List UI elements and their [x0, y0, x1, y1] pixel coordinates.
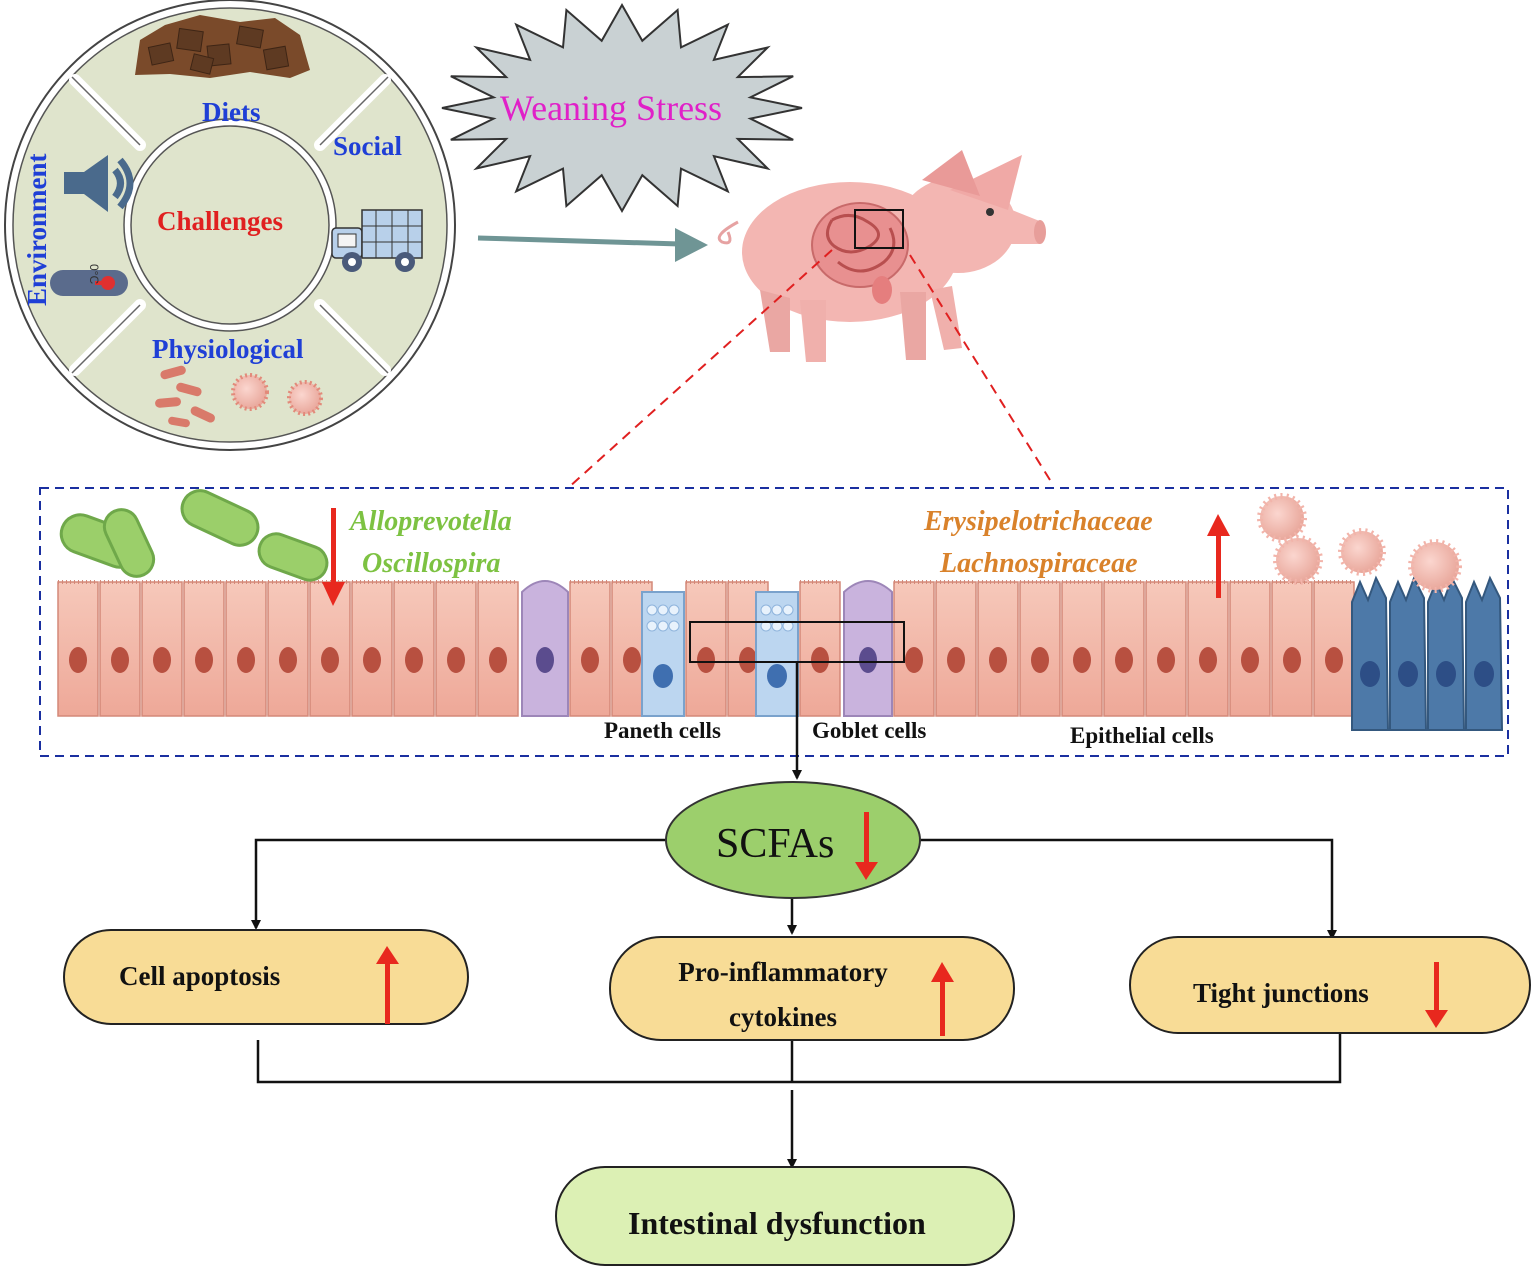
microbe-increased-1: Erysipelotrichaceae — [924, 506, 1153, 537]
damaged-cell — [1465, 575, 1504, 731]
pig-illustration — [717, 150, 1046, 362]
microbe-decreased-2: Oscillospira — [362, 548, 501, 579]
epithelial-cell — [477, 580, 519, 717]
flow-connectors — [251, 662, 1342, 1169]
thermometer-label: 0°C — [87, 264, 101, 284]
epithelial-cell — [183, 580, 225, 717]
spiky-bacteria — [1257, 493, 1462, 593]
social-label: Social — [333, 131, 403, 161]
truck-icon — [331, 209, 423, 272]
damaged-cell — [1389, 575, 1428, 731]
epithelial-cell — [309, 580, 351, 717]
goblet-cell — [521, 580, 569, 717]
epithelium-panel — [39, 487, 1509, 757]
epithelial-cell — [1229, 580, 1271, 717]
goblet-cell — [843, 580, 893, 717]
epithelial-cell-row — [57, 575, 1504, 731]
microbe-arrows — [322, 508, 1230, 606]
epithelial-cell — [977, 580, 1019, 717]
tight-junctions-box — [1129, 936, 1531, 1034]
epithelial-cell — [1019, 580, 1061, 717]
epithelial-cells-label: Epithelial cells — [1070, 723, 1214, 748]
pathogen-icons — [155, 365, 323, 428]
scfa-node — [665, 781, 921, 899]
wheel-to-pig-arrow — [477, 228, 708, 262]
epithelial-cell — [935, 580, 977, 717]
cytokines-label-line2: cytokines — [729, 1002, 837, 1032]
weaning-stress-burst — [441, 2, 803, 214]
speaker-icon — [64, 155, 134, 212]
feed-pellets-icon — [135, 15, 310, 78]
epithelial-cell — [799, 580, 841, 717]
epithelial-cell — [351, 580, 393, 717]
epithelial-cell — [267, 580, 309, 717]
zoom-lines — [567, 249, 1051, 489]
intestinal-dysfunction-box — [555, 1166, 1015, 1266]
epithelial-cell — [893, 580, 935, 717]
epithelial-cell — [1061, 580, 1103, 717]
epithelial-cell — [1103, 580, 1145, 717]
paneth-cells-label: Paneth cells — [604, 718, 721, 743]
challenges-label: Challenges — [157, 206, 284, 236]
epithelial-cell — [1145, 580, 1187, 717]
apoptosis-box — [63, 929, 469, 1025]
intestinal-dysfunction-label: Intestinal dysfunction — [628, 1205, 926, 1241]
scfa-label: SCFAs — [716, 821, 835, 867]
environment-label: Environment — [22, 153, 52, 306]
change-arrows — [376, 812, 1448, 1036]
microbe-decreased-1: Alloprevotella — [350, 506, 512, 537]
cytokines-box — [609, 936, 1015, 1041]
apoptosis-label: Cell apoptosis — [119, 961, 281, 991]
epithelial-cell — [1313, 580, 1355, 717]
paneth-cell — [641, 591, 685, 717]
epithelial-cell — [435, 580, 477, 717]
epithelial-cell — [1271, 580, 1313, 717]
tight-junctions-label: Tight junctions — [1193, 978, 1369, 1008]
epithelial-cell — [57, 580, 99, 717]
epithelial-cell — [1187, 580, 1229, 717]
damaged-cell — [1427, 575, 1466, 731]
challenges-wheel — [4, 0, 456, 451]
damaged-cell — [1351, 575, 1390, 731]
epithelial-cell — [569, 580, 611, 717]
weaning-stress-label: Weaning Stress — [500, 88, 723, 128]
paneth-cell — [755, 591, 799, 717]
rod-bacteria — [59, 489, 329, 582]
physiological-label: Physiological — [152, 334, 304, 364]
goblet-cells-label: Goblet cells — [812, 718, 927, 743]
microbe-increased-2: Lachnospiraceae — [940, 548, 1138, 579]
epithelial-cell — [393, 580, 435, 717]
epithelial-cell — [141, 580, 183, 717]
epithelial-cell — [225, 580, 267, 717]
thermometer-icon — [50, 270, 128, 296]
diets-label: Diets — [202, 97, 261, 127]
epithelial-cell — [99, 580, 141, 717]
cytokines-label-line1: Pro-inflammatory — [678, 957, 888, 987]
epithelial-cell — [685, 580, 727, 717]
